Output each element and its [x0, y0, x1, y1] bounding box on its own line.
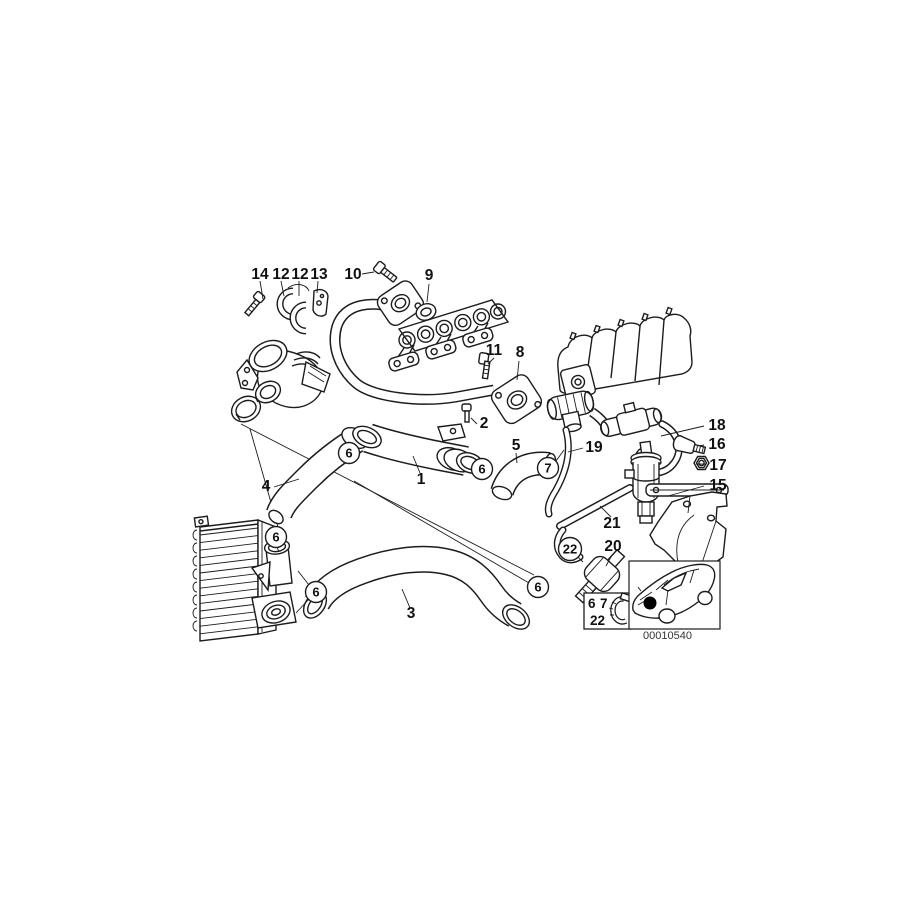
pressure-converter-valve: [624, 440, 662, 524]
clamp-callout-6-4: 6: [304, 580, 328, 604]
svg-text:6: 6: [534, 580, 541, 595]
part-callout-13: 13: [310, 266, 328, 283]
pressure-pipe-1: [352, 423, 485, 476]
part-callout-3: 3: [407, 605, 416, 622]
part-callout-8: 8: [516, 344, 525, 361]
part-callout-17: 17: [709, 457, 726, 474]
part-callout-18: 18: [708, 417, 726, 434]
clamp-12b: [287, 284, 310, 335]
clamp-callout-7-1: 7: [536, 456, 560, 480]
part-callout-15: 15: [709, 477, 727, 494]
egr-flange-lower: [490, 374, 543, 425]
svg-text:22: 22: [563, 542, 577, 557]
svg-text:6: 6: [312, 585, 319, 600]
turbocharger: [230, 339, 331, 423]
svg-text:6: 6: [345, 446, 352, 461]
clamp-legend-box: 6 7 22: [583, 592, 633, 630]
part-callout-11: 11: [486, 342, 503, 359]
legend-label-7: 7: [600, 596, 608, 611]
leader-lines: [259, 271, 706, 614]
egr-pipe: [329, 298, 495, 405]
car-thumbnail: 00010540: [628, 560, 721, 642]
part-callout-20: 20: [604, 538, 621, 555]
location-marker-dot: [643, 596, 657, 610]
part-callout-12a: 12: [272, 266, 289, 283]
gasket-plate-13: [312, 288, 329, 317]
charge-pipe-stub: [589, 401, 663, 437]
clamp-callout-6-3: 6: [264, 525, 288, 549]
part-callout-9: 9: [425, 267, 434, 284]
part-callout-1: 1: [417, 471, 426, 488]
hose-clamp-icon: [608, 592, 632, 625]
clamp-callout-6-5: 6: [526, 575, 550, 599]
vacuum-t-fitting: [546, 390, 595, 433]
part-labels: 14 12 12 13 10 9 11 8 2 5 19 18 16 17 15…: [251, 266, 727, 622]
legend-label-22: 22: [590, 613, 605, 628]
bolt-2: [461, 403, 472, 423]
intake-manifold: [557, 306, 693, 401]
part-callout-16: 16: [708, 436, 726, 453]
svg-text:7: 7: [544, 461, 551, 476]
clamp-callouts: 6 6 7 6 6 6 22: [264, 441, 583, 604]
part-callout-21: 21: [603, 515, 621, 532]
nut-17: [693, 455, 710, 471]
part-callout-19: 19: [585, 439, 603, 456]
bolt-11: [478, 352, 491, 380]
clamp-callout-6-2: 6: [470, 457, 494, 481]
clamp-callout-22-1: 22: [557, 536, 583, 562]
vacuum-hose-19: [544, 426, 572, 518]
part-callout-12b: 12: [291, 266, 308, 283]
svg-text:6: 6: [272, 530, 279, 545]
car-outline: [632, 563, 716, 624]
bolt-10: [372, 260, 398, 283]
exhaust-manifold: [388, 299, 510, 372]
svg-text:6: 6: [478, 462, 485, 477]
hose-3: [302, 545, 531, 630]
part-callout-2: 2: [480, 415, 489, 432]
sensor-16: [672, 435, 707, 455]
seal-ring-9: [415, 303, 437, 321]
egr-flange-upper: [376, 280, 425, 327]
clamp-callout-6-1: 6: [337, 441, 361, 465]
clamp-12a: [276, 287, 294, 321]
intercooler: [192, 515, 297, 642]
diagram-code: 00010540: [643, 630, 692, 642]
vacuum-pipe-21: [556, 484, 634, 530]
part-callout-10: 10: [344, 266, 361, 283]
legend-label-6: 6: [588, 596, 596, 611]
part-callout-5: 5: [512, 437, 521, 454]
part-callout-14: 14: [251, 266, 269, 283]
part-callout-4: 4: [262, 478, 271, 495]
mounting-bracket: [649, 491, 728, 572]
